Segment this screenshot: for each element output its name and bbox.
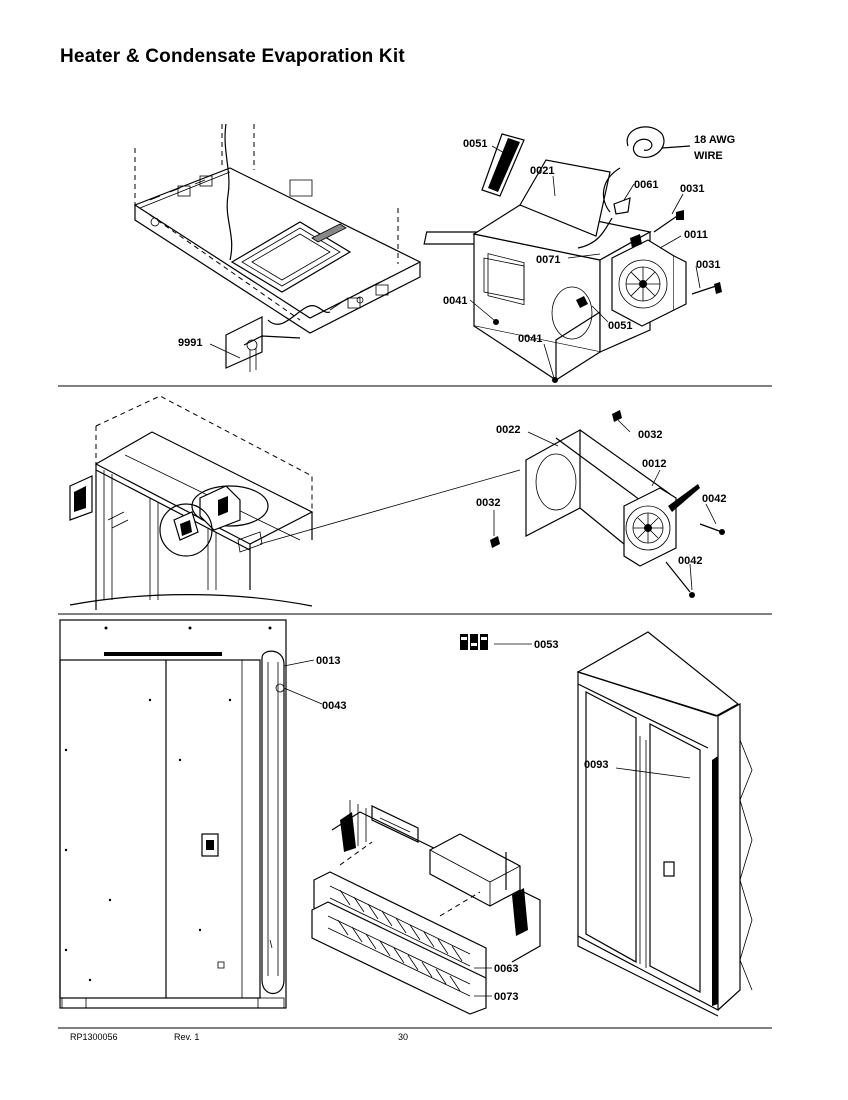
toe-grille-assembly xyxy=(311,800,541,1015)
footer-revision: Rev. 1 xyxy=(174,1032,199,1042)
footer-document-number: RP1300056 xyxy=(70,1032,118,1042)
refrigerator-cabinet xyxy=(576,631,753,1017)
callout-0032-a: 0032 xyxy=(638,429,662,441)
callout-0031-a: 0031 xyxy=(680,183,704,195)
callout-0011: 0011 xyxy=(684,229,708,241)
callout-0053: 0053 xyxy=(534,639,558,651)
callout-0042-a: 0042 xyxy=(702,493,726,505)
callout-0031-b: 0031 xyxy=(696,259,720,271)
callout-0051-a: 0051 xyxy=(463,138,487,150)
callout-0093: 0093 xyxy=(584,759,608,771)
footer-page-number: 30 xyxy=(398,1032,408,1042)
heater-fan-kit xyxy=(423,126,722,383)
clip-kit-0053 xyxy=(460,634,488,650)
callout-0071: 0071 xyxy=(536,254,560,266)
callout-0063: 0063 xyxy=(494,963,518,975)
callout-0013: 0013 xyxy=(316,655,340,667)
page-title: Heater & Condensate Evaporation Kit xyxy=(60,46,405,67)
callout-0061: 0061 xyxy=(634,179,658,191)
callout-0042-b: 0042 xyxy=(678,555,702,567)
callout-wire-gauge: 18 AWG xyxy=(694,134,735,146)
callout-0012: 0012 xyxy=(642,458,666,470)
callout-0043: 0043 xyxy=(322,700,346,712)
callout-0073: 0073 xyxy=(494,991,518,1003)
callout-0041-a: 0041 xyxy=(443,295,467,307)
rear-panel xyxy=(59,619,287,1009)
unit-top-assembly xyxy=(69,395,314,610)
base-pan-assembly xyxy=(133,123,422,372)
callout-0032-b: 0032 xyxy=(476,497,500,509)
fan-housing-kit xyxy=(259,410,725,598)
leaders-top xyxy=(209,145,701,379)
callout-9991: 9991 xyxy=(178,337,202,349)
callout-0021: 0021 xyxy=(530,165,554,177)
callout-0051-b: 0051 xyxy=(608,320,632,332)
callout-0022: 0022 xyxy=(496,424,520,436)
leaders-middle xyxy=(493,419,717,591)
callout-wire: WIRE xyxy=(694,150,723,162)
callout-0041-b: 0041 xyxy=(518,333,542,345)
leaders-bottom xyxy=(283,643,691,997)
